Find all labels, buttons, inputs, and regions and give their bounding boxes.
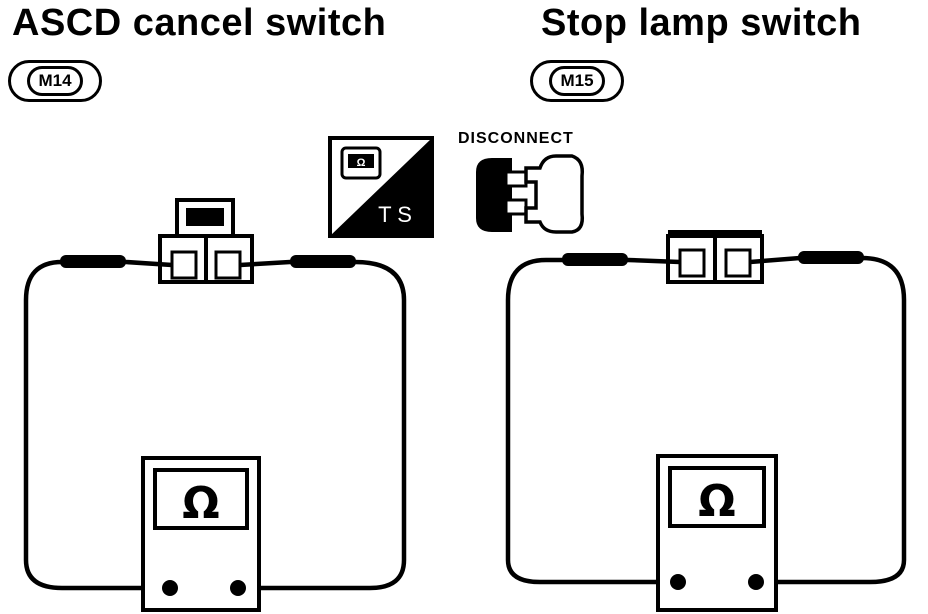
right-probe-wire-a — [505, 257, 681, 585]
ts-badge-text: T S — [378, 202, 412, 227]
left-probe-a-icon — [60, 255, 126, 268]
left-circuit: Ω — [23, 198, 407, 612]
stop-lamp-switch-icon — [666, 230, 764, 284]
connector-badge-m14: M14 — [8, 60, 102, 102]
ascd-cancel-switch-title: ASCD cancel switch — [12, 2, 387, 44]
left-probe-wire-b — [238, 259, 407, 591]
ts-badge: Ω T S — [328, 136, 434, 238]
right-probe-a-icon — [562, 253, 628, 266]
right-probe-wire-b — [749, 255, 907, 585]
left-probe-b-icon — [290, 255, 356, 268]
left-ohmmeter-icon: Ω — [141, 456, 261, 612]
disconnect-connector-icon — [476, 154, 585, 234]
ascd-cancel-switch-icon — [158, 198, 254, 284]
tester-logo-icon: Ω — [340, 146, 382, 180]
connector-code-m14: M14 — [27, 66, 83, 96]
right-circuit: Ω — [505, 230, 907, 612]
left-ohm-symbol: Ω — [182, 478, 219, 529]
right-ohm-symbol: Ω — [698, 476, 735, 527]
connector-code-m15: M15 — [549, 66, 605, 96]
right-probe-b-icon — [798, 251, 864, 264]
stop-lamp-switch-title: Stop lamp switch — [541, 2, 862, 44]
connector-badge-m15: M15 — [530, 60, 624, 102]
disconnect-label: DISCONNECT — [458, 130, 574, 147]
right-ohmmeter-icon: Ω — [656, 454, 778, 612]
left-probe-wire-a — [23, 259, 173, 591]
tester-logo-text: Ω — [357, 157, 366, 169]
